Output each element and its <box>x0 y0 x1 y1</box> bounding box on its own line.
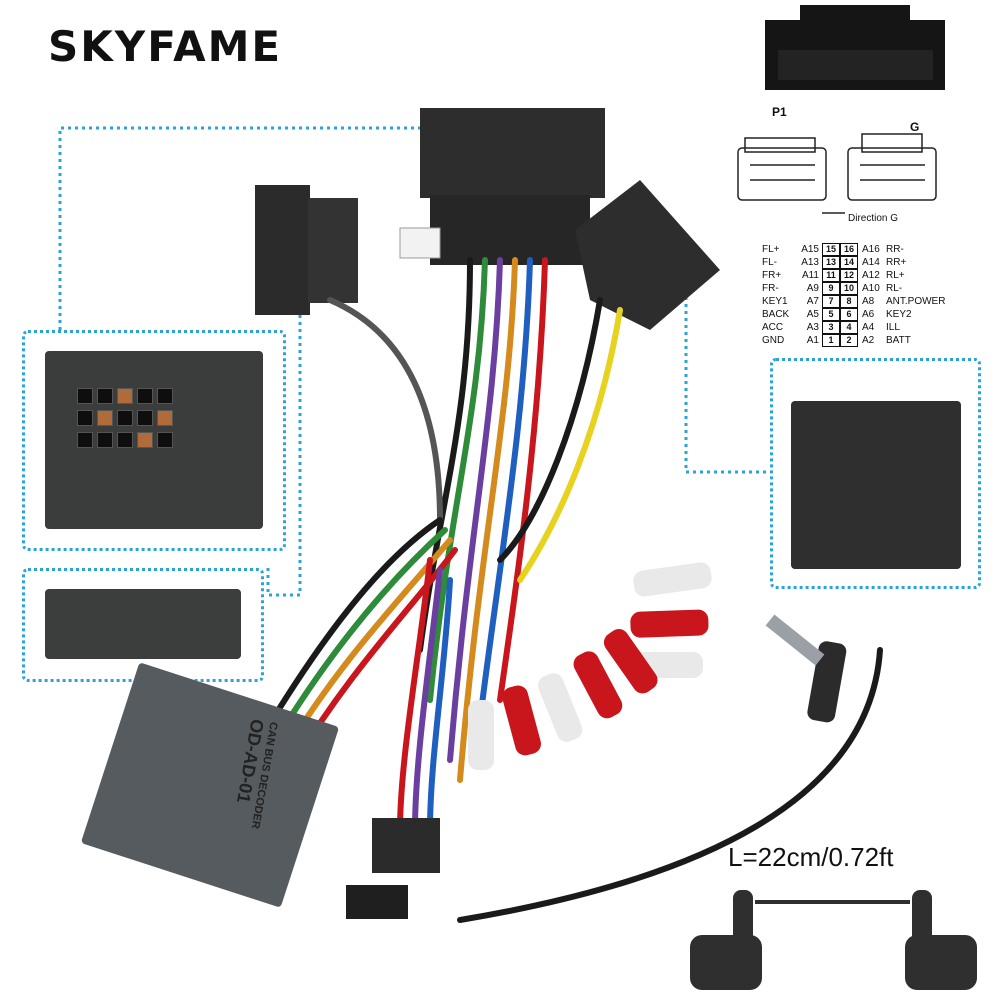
pin-left-code: A5 <box>806 309 819 320</box>
decoder-label: CAN BUS DECODER OD-AD-01 <box>121 699 280 841</box>
pin-right-label: RR- <box>886 244 904 255</box>
pin-left-number: 13 <box>822 256 840 269</box>
pin-right-code: A6 <box>862 309 875 320</box>
pin-right-code: A16 <box>862 244 880 255</box>
pin-right-number: 10 <box>840 282 858 295</box>
pin-left-number: 7 <box>822 295 840 308</box>
pin-right-label: RL- <box>886 283 903 294</box>
pin-left-label: FL+ <box>762 244 780 255</box>
pin-left-label: BACK <box>762 309 790 320</box>
length-label: L=22cm/0.72ft <box>728 842 894 872</box>
p1-line-drawing <box>737 137 827 201</box>
guide-lines <box>58 126 770 597</box>
pin-right-label: ANT.POWER <box>886 296 946 307</box>
detail-box-right <box>770 358 981 589</box>
pin-right-code: A2 <box>862 335 875 346</box>
pin-right-number: 8 <box>840 295 858 308</box>
pin-left-code: A15 <box>801 244 819 255</box>
pin-left-code: A11 <box>801 270 819 281</box>
g-label: G <box>910 120 920 134</box>
pin-right-number: 12 <box>840 269 858 282</box>
pin-right-label: ILL <box>886 322 900 333</box>
pin-left-label: FR+ <box>762 270 782 281</box>
detail-box-left-top <box>22 330 286 551</box>
iso-connector <box>791 401 961 569</box>
pin-right-label: RR+ <box>886 257 907 268</box>
pin-left-code: A7 <box>806 296 819 307</box>
p1-connector-illustration <box>765 5 945 90</box>
pin-left-label: FR- <box>762 283 779 294</box>
rca-plugs <box>468 562 847 770</box>
pin-right-label: KEY2 <box>886 309 912 320</box>
pin-right-code: A4 <box>862 322 875 333</box>
bottom-connectors <box>346 818 440 919</box>
quadlock-pins <box>77 388 173 448</box>
wire-bundle <box>257 257 883 923</box>
pin-left-label: KEY1 <box>762 296 788 307</box>
pin-right-number: 14 <box>840 256 858 269</box>
pin-right-code: A8 <box>862 296 875 307</box>
pin-left-number: 1 <box>822 334 840 347</box>
pin-right-code: A14 <box>862 257 880 268</box>
pin-right-code: A10 <box>862 283 880 294</box>
pin-left-code: A9 <box>806 283 819 294</box>
harness-top-connectors <box>255 108 720 330</box>
pin-right-number: 4 <box>840 321 858 334</box>
pin-right-number: 6 <box>840 308 858 321</box>
pin-right-label: RL+ <box>886 270 905 281</box>
pin-right-number: 16 <box>840 243 858 256</box>
flat-connector <box>45 589 241 659</box>
pin-left-label: ACC <box>762 322 784 333</box>
p1-label: P1 <box>772 105 787 119</box>
pin-left-label: GND <box>762 335 785 346</box>
pin-left-code: A1 <box>806 335 819 346</box>
pin-left-number: 11 <box>822 269 840 282</box>
pin-left-number: 15 <box>822 243 840 256</box>
g-line-drawing <box>847 133 937 201</box>
pin-left-code: A13 <box>801 257 819 268</box>
pin-left-number: 3 <box>822 321 840 334</box>
pin-left-label: FL- <box>762 257 777 268</box>
pin-right-number: 2 <box>840 334 858 347</box>
pin-left-number: 9 <box>822 282 840 295</box>
direction-label: Direction G <box>848 213 899 224</box>
pin-left-number: 5 <box>822 308 840 321</box>
pin-right-label: BATT <box>886 335 911 346</box>
hand-icons <box>690 890 977 990</box>
detail-box-left-bottom <box>22 568 264 682</box>
brand-logo: SKYFAME <box>48 22 283 71</box>
pin-left-code: A3 <box>806 322 819 333</box>
pin-right-code: A12 <box>862 270 880 281</box>
